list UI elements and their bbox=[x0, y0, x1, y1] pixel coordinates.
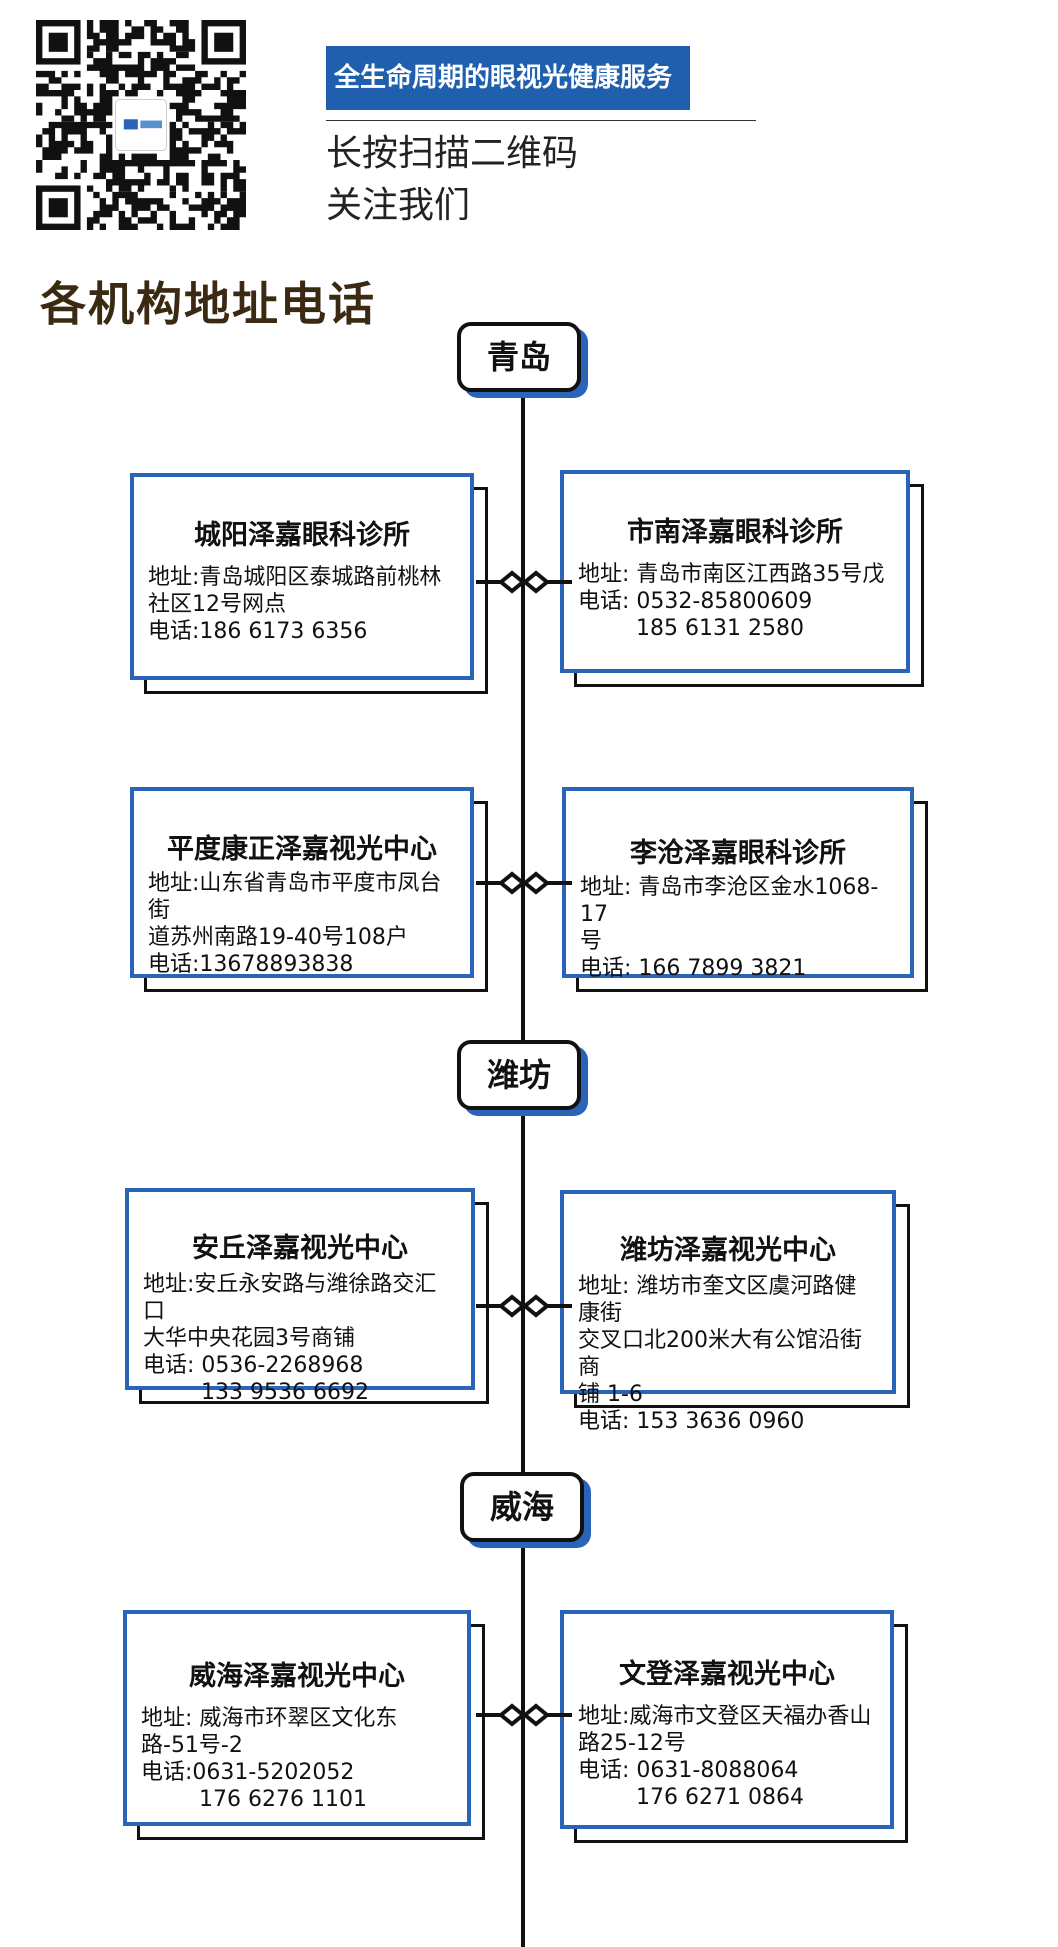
clinic-address: 地址:安丘永安路与潍徐路交汇口 bbox=[143, 1272, 437, 1324]
connector-icon bbox=[476, 871, 572, 895]
scan-hint: 长按扫描二维码 关注我们 bbox=[326, 128, 578, 232]
qr-code-image bbox=[36, 20, 246, 230]
clinic-card-wendeng[interactable]: 文登泽嘉视光中心 地址:威海市文登区天福办香山 路25-12号 电话: 0631… bbox=[560, 1610, 894, 1829]
clinic-name: 李沧泽嘉眼科诊所 bbox=[630, 838, 846, 869]
connector-icon bbox=[476, 570, 572, 594]
clinic-card-shinan[interactable]: 市南泽嘉眼科诊所 地址: 青岛市南区江西路35号戊 电话: 0532-85800… bbox=[560, 470, 910, 673]
clinic-card-pingdu[interactable]: 平度康正泽嘉视光中心 地址:山东省青岛市平度市凤台街 道苏州南路19-40号10… bbox=[130, 787, 474, 978]
diamond-icon bbox=[521, 871, 551, 895]
clinic-phone: 电话: 153 3636 0960 bbox=[578, 1409, 805, 1434]
diamond-icon bbox=[497, 570, 527, 594]
qr-finder-icon bbox=[36, 185, 81, 230]
clinic-name: 潍坊泽嘉视光中心 bbox=[620, 1235, 836, 1266]
clinic-card-weifang[interactable]: 潍坊泽嘉视光中心 地址: 潍坊市奎文区虞河路健康街 交叉口北200米大有公馆沿街… bbox=[560, 1190, 896, 1434]
clinic-card-chengyang[interactable]: 城阳泽嘉眼科诊所 地址:青岛城阳区泰城路前桃林 社区12号网点 电话:186 6… bbox=[130, 473, 474, 680]
qr-code[interactable] bbox=[36, 20, 246, 230]
clinic-name: 文登泽嘉视光中心 bbox=[619, 1659, 835, 1690]
clinic-address-cont: 号 bbox=[580, 929, 603, 954]
clinic-card-weihai[interactable]: 威海泽嘉视光中心 地址: 威海市环翠区文化东 路-51号-2 电话:0631-5… bbox=[123, 1610, 471, 1826]
clinic-address-cont: 大华中央花园3号商铺 bbox=[143, 1326, 355, 1351]
connector-row-2 bbox=[476, 870, 572, 896]
clinic-address-cont: 道苏州南路19-40号108户 bbox=[148, 925, 408, 950]
diamond-icon bbox=[497, 1703, 527, 1727]
clinic-phone: 电话: 0631-8088064 bbox=[578, 1758, 799, 1783]
clinic-address-cont2: 铺 1-6 bbox=[578, 1382, 643, 1407]
city-label-weifang: 潍坊 bbox=[457, 1040, 581, 1110]
clinic-address: 地址:青岛城阳区泰城路前桃林 bbox=[148, 565, 442, 590]
clinic-name: 威海泽嘉视光中心 bbox=[189, 1661, 405, 1692]
header-divider bbox=[326, 120, 756, 121]
service-banner: 全生命周期的眼视光健康服务 bbox=[326, 46, 690, 110]
clinic-card-licang[interactable]: 李沧泽嘉眼科诊所 地址: 青岛市李沧区金水1068-17 号 电话: 166 7… bbox=[562, 787, 914, 981]
city-label-weihai: 威海 bbox=[460, 1472, 584, 1542]
clinic-address: 地址: 潍坊市奎文区虞河路健康街 bbox=[578, 1274, 857, 1326]
connector-icon bbox=[476, 1294, 572, 1318]
qr-finder-icon bbox=[201, 20, 246, 65]
section-title: 各机构地址电话 bbox=[40, 277, 376, 331]
qr-finder-icon bbox=[36, 20, 81, 65]
diamond-icon bbox=[521, 1703, 551, 1727]
connector-row-3 bbox=[476, 1293, 572, 1319]
clinic-phone-alt: 176 6271 0864 bbox=[636, 1785, 804, 1810]
clinic-phone-alt: 176 6276 1101 bbox=[199, 1787, 367, 1812]
clinic-name: 平度康正泽嘉视光中心 bbox=[167, 834, 437, 865]
clinic-name: 市南泽嘉眼科诊所 bbox=[627, 517, 843, 548]
clinic-phone: 电话:13678893838 bbox=[148, 952, 354, 977]
scan-hint-line-1: 长按扫描二维码 bbox=[326, 133, 579, 174]
clinic-address-cont: 路25-12号 bbox=[578, 1731, 686, 1756]
scan-hint-line-2: 关注我们 bbox=[326, 185, 471, 226]
diamond-icon bbox=[497, 1294, 527, 1318]
clinic-phone-alt: 185 6131 2580 bbox=[636, 616, 804, 641]
clinic-phone: 电话:0631-5202052 bbox=[141, 1760, 355, 1785]
timeline-spine bbox=[521, 398, 525, 1947]
clinic-address-cont: 路-51号-2 bbox=[141, 1733, 243, 1758]
clinic-address: 地址: 威海市环翠区文化东 bbox=[141, 1706, 398, 1731]
clinic-address: 地址:威海市文登区天福办香山 bbox=[578, 1704, 872, 1729]
clinic-address-cont: 社区12号网点 bbox=[148, 592, 286, 617]
clinic-phone: 电话: 0536-2268968 bbox=[143, 1353, 364, 1378]
diamond-icon bbox=[497, 871, 527, 895]
diamond-icon bbox=[521, 1294, 551, 1318]
clinic-name: 安丘泽嘉视光中心 bbox=[192, 1233, 408, 1264]
clinic-address: 地址:山东省青岛市平度市凤台街 bbox=[148, 871, 442, 923]
connector-icon bbox=[476, 1703, 572, 1727]
connector-row-4 bbox=[476, 1702, 572, 1728]
clinic-phone: 电话: 166 7899 3821 bbox=[580, 956, 807, 981]
clinic-card-anqiu[interactable]: 安丘泽嘉视光中心 地址:安丘永安路与潍徐路交汇口 大华中央花园3号商铺 电话: … bbox=[125, 1188, 475, 1405]
clinic-phone-alt: 133 9536 6692 bbox=[201, 1380, 369, 1405]
clinic-address-cont: 交叉口北200米大有公馆沿街商 bbox=[578, 1328, 862, 1380]
diamond-icon bbox=[521, 570, 551, 594]
clinic-phone: 电话:186 6173 6356 bbox=[148, 619, 368, 644]
clinic-phone: 电话: 0532-85800609 bbox=[578, 589, 813, 614]
clinic-name: 城阳泽嘉眼科诊所 bbox=[194, 520, 410, 551]
connector-row-1 bbox=[476, 569, 572, 595]
clinic-address: 地址: 青岛市南区江西路35号戊 bbox=[578, 562, 885, 587]
clinic-address: 地址: 青岛市李沧区金水1068-17 bbox=[580, 875, 879, 927]
city-label-qingdao: 青岛 bbox=[457, 322, 581, 392]
